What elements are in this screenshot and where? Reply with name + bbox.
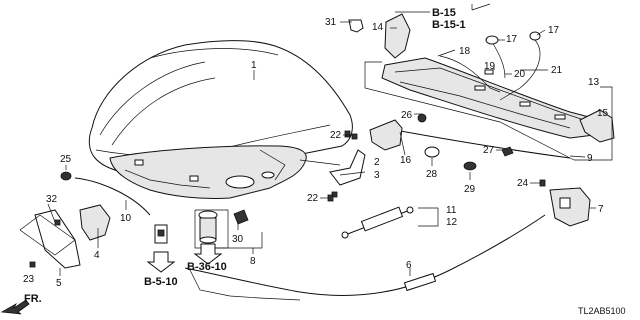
callout-10: 10 — [120, 213, 132, 224]
callout-19: 19 — [484, 61, 496, 72]
grommet-28 — [424, 146, 440, 158]
hood-gas-strut — [341, 206, 414, 239]
callout-3: 3 — [374, 170, 380, 181]
hood-switch — [154, 224, 168, 244]
grommet-25 — [60, 171, 72, 181]
grommet-29 — [463, 161, 477, 171]
front-direction-arrow — [0, 299, 30, 315]
ref-arrow-b-36-10 — [193, 243, 223, 265]
callout-31: 31 — [325, 17, 337, 28]
clip-30 — [233, 209, 249, 225]
callout-17b: 17 — [548, 25, 560, 36]
callout-21: 21 — [551, 65, 563, 76]
callout-13: 13 — [588, 77, 600, 88]
front-direction-label: FR. — [24, 293, 42, 305]
washer-hose-2 — [491, 41, 506, 79]
callout-24: 24 — [517, 178, 529, 189]
diagram-code: TL2AB5100 — [578, 306, 626, 316]
hose-joint — [484, 69, 494, 75]
cowl-bracket — [384, 13, 411, 59]
callout-18: 18 — [459, 46, 471, 57]
callout-2: 2 — [374, 157, 380, 168]
callout-9: 9 — [587, 153, 593, 164]
hood-bumper — [198, 210, 218, 244]
washer-hose — [439, 55, 501, 93]
cowl-group-bracket — [574, 86, 613, 161]
ref-b-15-1[interactable]: B-15-1 — [432, 19, 466, 31]
release-handle — [79, 204, 111, 241]
callout-8: 8 — [250, 256, 256, 267]
callout-5: 5 — [56, 278, 62, 289]
ref-b-5-10[interactable]: B-5-10 — [144, 276, 178, 288]
callout-4: 4 — [94, 250, 100, 261]
callout-14: 14 — [372, 22, 384, 33]
hinge-cover — [369, 119, 403, 151]
ref-b-15[interactable]: B-15 — [432, 7, 456, 19]
hood-hinge — [329, 149, 366, 186]
washer-nozzle — [485, 35, 499, 45]
hood-panel — [88, 40, 353, 177]
leader-lines — [47, 3, 596, 276]
callout-26: 26 — [401, 110, 413, 121]
callout-29: 29 — [464, 184, 476, 195]
callout-1: 1 — [251, 60, 257, 71]
cowl-side-cover — [579, 109, 615, 143]
weatherstrip — [394, 129, 571, 159]
callout-15: 15 — [597, 108, 609, 119]
clip-31 — [348, 19, 364, 33]
handle-bracket — [34, 209, 81, 269]
hood-inner-frame — [109, 145, 307, 200]
washer-hose-3 — [499, 39, 541, 101]
callout-28: 28 — [426, 169, 438, 180]
callout-32: 32 — [46, 194, 58, 205]
callout-22b: 22 — [307, 193, 319, 204]
callout-16: 16 — [400, 155, 412, 166]
ref-b-36-10[interactable]: B-36-10 — [187, 261, 227, 273]
callout-25: 25 — [60, 154, 72, 165]
hood-support-rod — [74, 177, 151, 216]
callout-17a: 17 — [506, 34, 518, 45]
hood-release-cable — [184, 214, 546, 301]
washer-nozzle-2 — [529, 31, 541, 41]
callout-6: 6 — [406, 260, 412, 271]
ref-arrow-b-5-10 — [146, 251, 176, 273]
callout-11: 11 — [446, 205, 457, 216]
callout-22a: 22 — [330, 130, 342, 141]
callout-30: 30 — [232, 234, 244, 245]
callout-27: 27 — [483, 145, 495, 156]
callout-20: 20 — [514, 69, 526, 80]
callout-23: 23 — [23, 274, 35, 285]
callout-7: 7 — [598, 204, 604, 215]
callout-12: 12 — [446, 217, 458, 228]
cowl-top-panel — [381, 57, 609, 139]
